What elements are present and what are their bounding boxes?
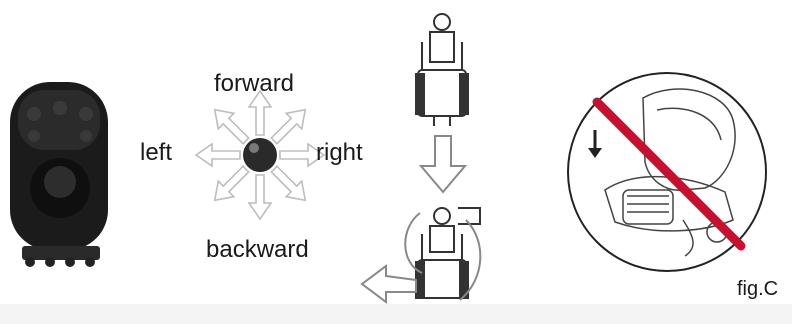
label-left: left (140, 141, 172, 165)
controller-button (27, 107, 41, 121)
controller-stick (44, 166, 76, 198)
arrow-up-right-icon (266, 102, 313, 149)
arrow-down-icon (249, 175, 271, 219)
figure-label: fig.C (737, 279, 778, 299)
arrow-left-icon (196, 144, 240, 166)
arrow-down-left-icon (207, 161, 254, 208)
direction-diagram (190, 85, 330, 225)
controller-button (79, 107, 93, 121)
wheelchair-user-icon (416, 208, 480, 298)
label-forward: forward (214, 72, 294, 96)
label-right: right (316, 141, 363, 165)
wheelchair-sequence (360, 8, 500, 308)
arrow-down-right-icon (266, 161, 313, 208)
controller-button (80, 130, 92, 142)
down-arrow-icon (421, 136, 465, 192)
left-arrow-icon (362, 266, 416, 302)
arrow-up-icon (249, 91, 271, 135)
controller-button (53, 101, 67, 115)
joystick-ball-icon (243, 138, 277, 172)
wheelchair-user-icon (416, 14, 468, 126)
joystick-controller (0, 70, 130, 270)
arrow-up-left-icon (207, 102, 254, 149)
label-backward: backward (206, 238, 309, 262)
controller-button (28, 130, 40, 142)
prohibited-action (565, 70, 770, 275)
